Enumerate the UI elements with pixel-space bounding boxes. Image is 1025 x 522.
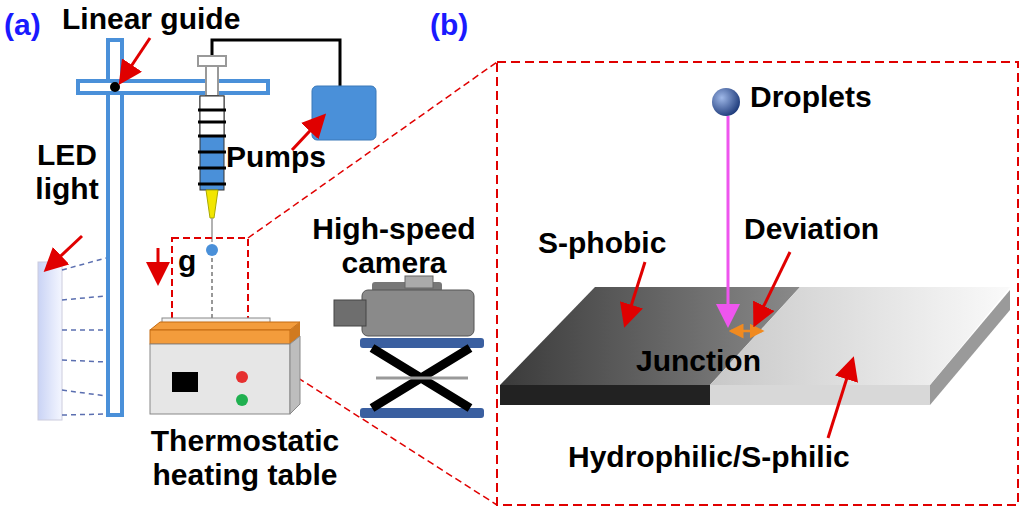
- symbol-label: g: [178, 244, 208, 278]
- part-name: Thermostatic heating table: [100, 424, 390, 492]
- panel-letter: (a): [4, 8, 64, 42]
- part-name: LED light: [12, 138, 122, 206]
- part-name: High-speed camera: [283, 212, 505, 280]
- region-label: S-phobic: [538, 226, 708, 260]
- region-label: Hydrophilic/S-philic: [568, 440, 988, 474]
- part-name: Linear guide: [62, 2, 322, 36]
- part-name: Droplets: [750, 80, 950, 114]
- region-label: Junction: [636, 344, 806, 378]
- part-name: Pumps: [226, 140, 356, 174]
- panel-letter: (b): [430, 8, 490, 42]
- region-label: Deviation: [744, 212, 944, 246]
